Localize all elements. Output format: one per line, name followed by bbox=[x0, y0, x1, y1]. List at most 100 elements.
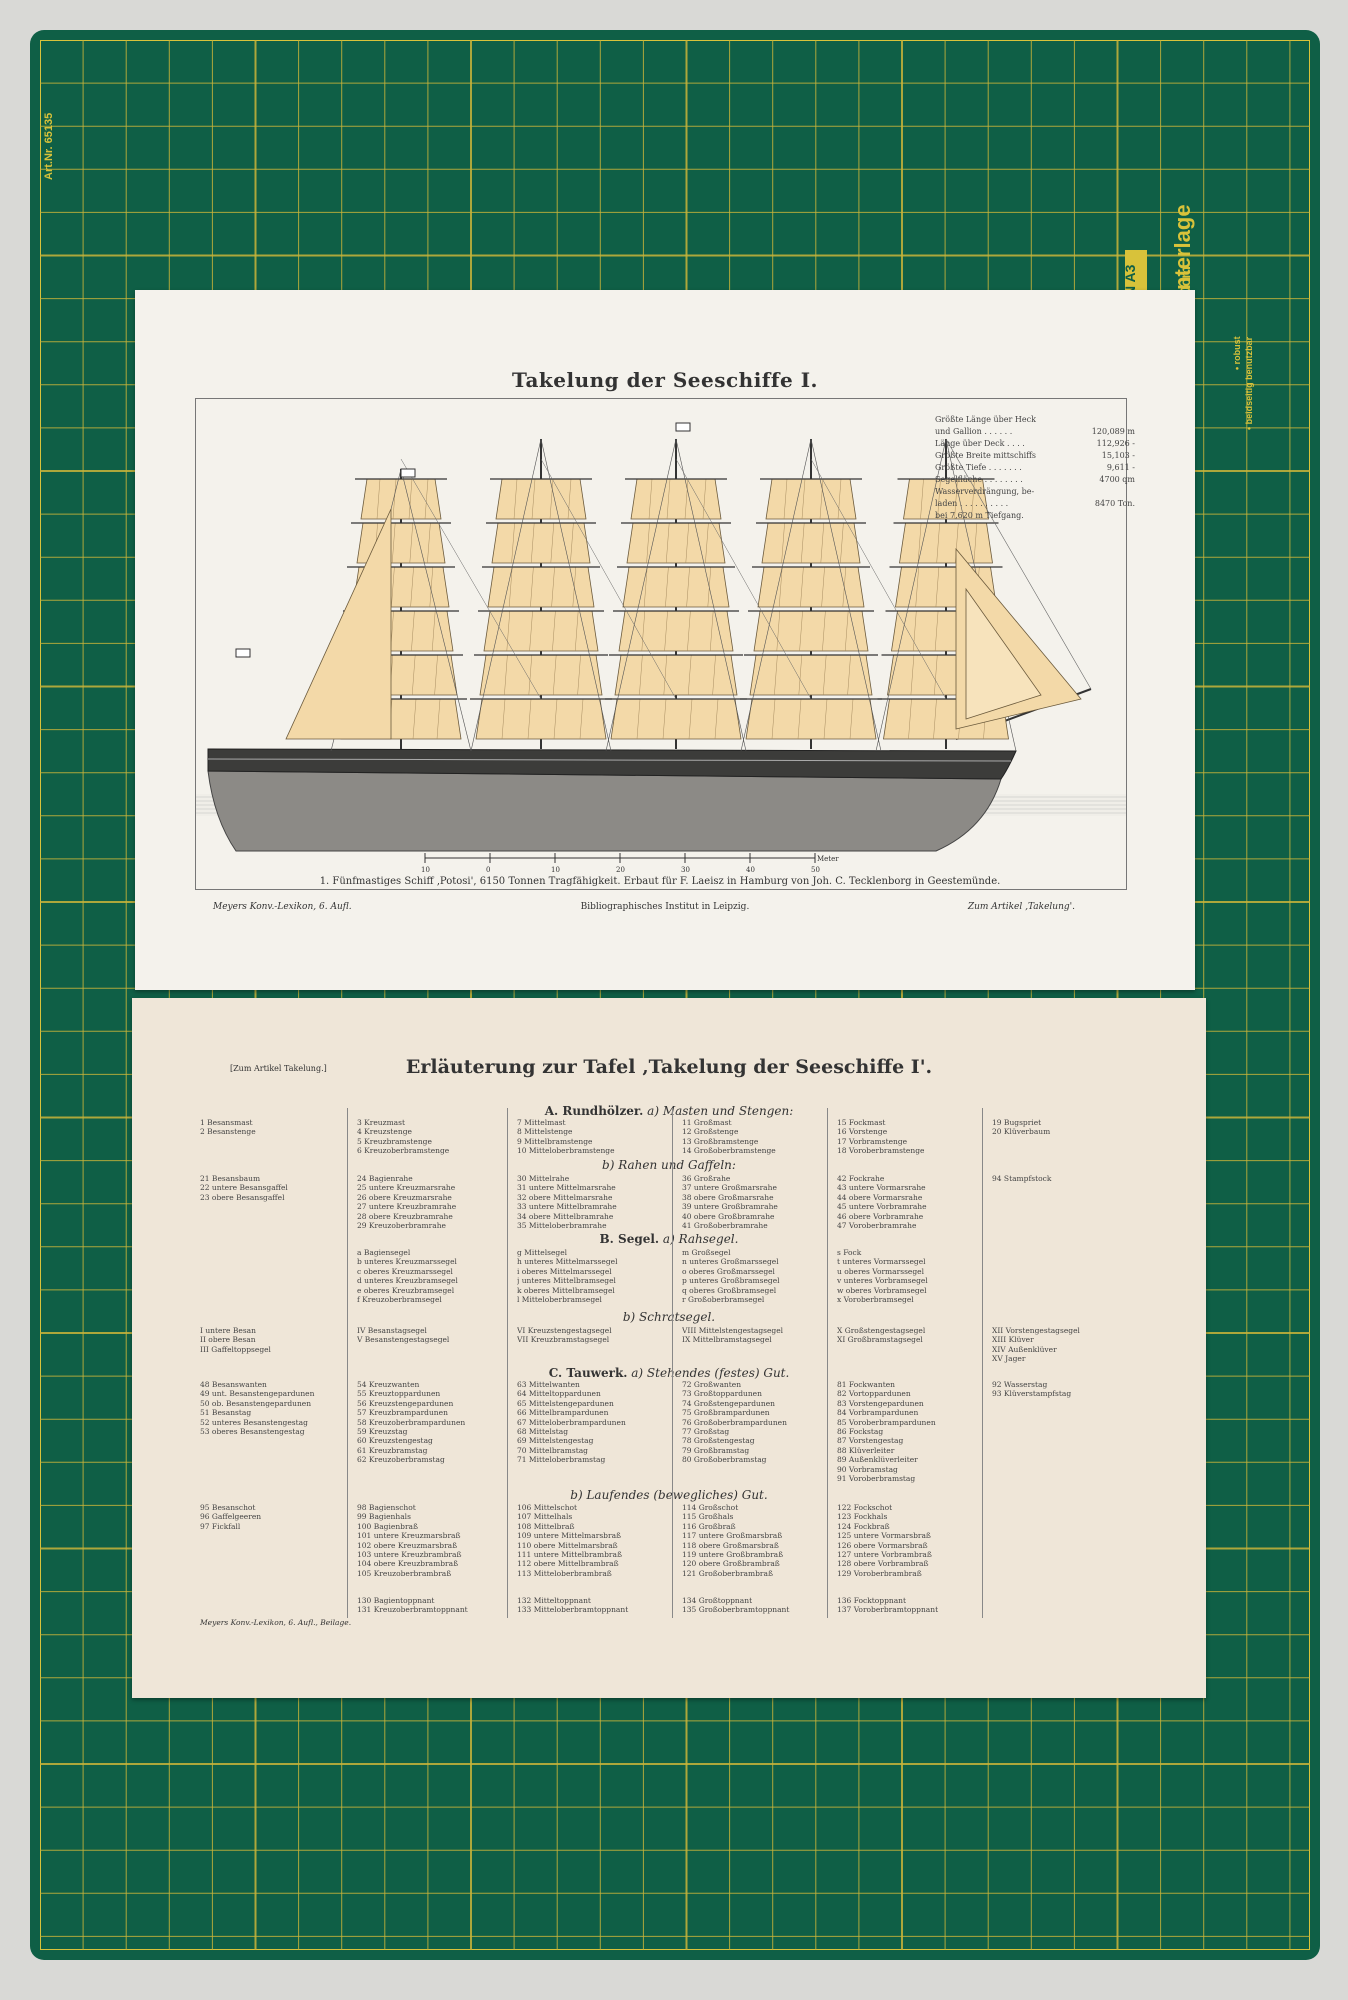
spec-label: laden . . . . . . . . . . bbox=[935, 499, 1009, 508]
legend-item: 29 Kreuzoberbramrahe bbox=[357, 1221, 446, 1231]
spec-label: bei 7,620 m Tiefgang. bbox=[935, 511, 1024, 520]
sail-seam bbox=[688, 698, 693, 740]
legend-item: 123 Fockhals bbox=[837, 1512, 888, 1522]
legend-item: 49 unt. Besanstengepardunen bbox=[200, 1389, 315, 1399]
section-c2-heading: b) Laufendes (bewegliches) Gut. bbox=[570, 1488, 768, 1502]
legend-item: 16 Vorstenge bbox=[837, 1127, 888, 1137]
legend-item: u oberes Vormarssegel bbox=[837, 1266, 924, 1276]
sail-seam bbox=[551, 566, 555, 608]
legend-item: 11 Großmast bbox=[682, 1118, 732, 1127]
legend-item: 50 ob. Besanstengepardunen bbox=[200, 1398, 312, 1408]
legend-item: g Mittelsegel bbox=[517, 1248, 568, 1257]
sail-seam bbox=[798, 654, 803, 696]
legend-item: 126 obere Vormarsbraß bbox=[837, 1540, 928, 1550]
flag bbox=[235, 648, 251, 658]
sail-seam bbox=[504, 654, 508, 696]
sail-seam bbox=[774, 654, 778, 696]
sail-seam bbox=[771, 698, 776, 740]
sail-seam bbox=[934, 610, 939, 652]
sail-seam bbox=[823, 698, 828, 740]
legend-item: r Großoberbramsegel bbox=[682, 1295, 765, 1305]
legend-item: 20 Klüverbaum bbox=[992, 1127, 1051, 1137]
legend-item: 78 Großstengestag bbox=[682, 1436, 755, 1446]
legend-item: 60 Kreuzstengestag bbox=[357, 1436, 433, 1446]
spec-label: Wasserverdrängung, be- bbox=[935, 487, 1035, 496]
legend-item: 47 Voroberbramrahe bbox=[837, 1221, 917, 1231]
legend-item: 101 untere Kreuzmarsbraß bbox=[357, 1531, 461, 1541]
legend-item: 107 Mittelhals bbox=[517, 1512, 573, 1522]
column-divider bbox=[507, 1108, 508, 1618]
legend-item: 136 Focktoppnant bbox=[837, 1596, 907, 1605]
legend-item: 133 Mitteloberbramtoppnant bbox=[517, 1605, 629, 1615]
sail-seam bbox=[933, 698, 937, 740]
mat-label: • beidseitig benutzbar bbox=[1244, 336, 1254, 430]
legend-item: 120 obere Großbrambraß bbox=[682, 1559, 780, 1569]
legend-item: IX Mittelbramstagsegel bbox=[682, 1335, 772, 1345]
legend-item: 45 untere Vorbramrahe bbox=[837, 1202, 927, 1212]
legend-item: q oberes Großbramsegel bbox=[682, 1285, 777, 1295]
square-sail bbox=[745, 698, 877, 740]
sail-seam bbox=[819, 478, 824, 520]
spec-value: 4700 qm bbox=[1099, 475, 1135, 484]
spanker-sail bbox=[285, 508, 392, 740]
sail-seam bbox=[684, 478, 689, 520]
spec-value: 15,103 - bbox=[1101, 451, 1135, 460]
sail-seam bbox=[847, 654, 851, 696]
sail-seam bbox=[424, 478, 429, 520]
sail-seam bbox=[840, 522, 844, 564]
legend-item: k oberes Mittelbramsegel bbox=[517, 1285, 615, 1295]
footer-center: Bibliographisches Institut in Leipzig. bbox=[580, 902, 750, 912]
sail-seam bbox=[821, 566, 825, 608]
jib-sail bbox=[965, 587, 1042, 720]
legend-item: e oberes Kreuzbramsegel bbox=[357, 1285, 455, 1295]
legend-item: 92 Wasserstag bbox=[992, 1380, 1048, 1389]
legend-item: 115 Großhals bbox=[682, 1512, 734, 1522]
sail-seam bbox=[687, 610, 691, 652]
legend-item: 93 Klüverstampfstag bbox=[992, 1389, 1072, 1399]
legend-item: b unteres Kreuzmarssegel bbox=[357, 1257, 457, 1267]
legend-item: 25 untere Kreuzmarsrahe bbox=[357, 1183, 456, 1193]
stay bbox=[400, 458, 542, 700]
legend-item: 119 untere Großbrambraß bbox=[682, 1550, 784, 1560]
legend-item: 41 Großoberbramrahe bbox=[682, 1221, 768, 1231]
sail-seam bbox=[412, 698, 417, 740]
spec-label: Länge über Deck . . . . bbox=[935, 439, 1025, 448]
legend-item: 112 obere Mittelbrambraß bbox=[517, 1559, 619, 1569]
sail-seam bbox=[501, 698, 506, 740]
legend-item: 79 Großbramstag bbox=[682, 1445, 750, 1455]
column-divider bbox=[672, 1108, 673, 1618]
section-a-heading: A. Rundhölzer. a) Masten und Stengen: bbox=[132, 1104, 1206, 1118]
legend-item: 1 Besansmast bbox=[200, 1118, 253, 1127]
square-sail bbox=[479, 654, 603, 696]
legend-item: 70 Mittelbramstag bbox=[517, 1445, 588, 1455]
legend-item: n unteres Großmarssegel bbox=[682, 1257, 779, 1267]
legend-item: 137 Voroberbramtoppnant bbox=[837, 1605, 939, 1615]
legend-item: 54 Kreuzwanten bbox=[357, 1380, 420, 1389]
column-divider bbox=[347, 1108, 348, 1618]
legend-item: X Großstengestagsegel bbox=[837, 1326, 926, 1335]
sail-seam bbox=[776, 610, 781, 652]
sail-seam bbox=[910, 654, 915, 696]
footer-right: Zum Artikel ‚Takelung'. bbox=[967, 902, 1075, 912]
legend-item: 26 obere Kreuzmarsrahe bbox=[357, 1192, 452, 1202]
legend-item: 88 Klüverleiter bbox=[837, 1445, 895, 1455]
sail-seam bbox=[937, 478, 941, 520]
square-sail bbox=[630, 478, 722, 520]
hull-stripe bbox=[207, 758, 1012, 762]
sail-seam bbox=[410, 566, 414, 608]
legend-item: 108 Mittelbraß bbox=[517, 1521, 575, 1531]
legend-item: 33 untere Mittelbramrahe bbox=[517, 1202, 617, 1212]
spec-value: 112,926 - bbox=[1096, 439, 1135, 448]
spec-row: Größte Länge über Heck bbox=[935, 414, 1135, 426]
legend-item: 128 obere Vorbrambraß bbox=[837, 1559, 929, 1569]
